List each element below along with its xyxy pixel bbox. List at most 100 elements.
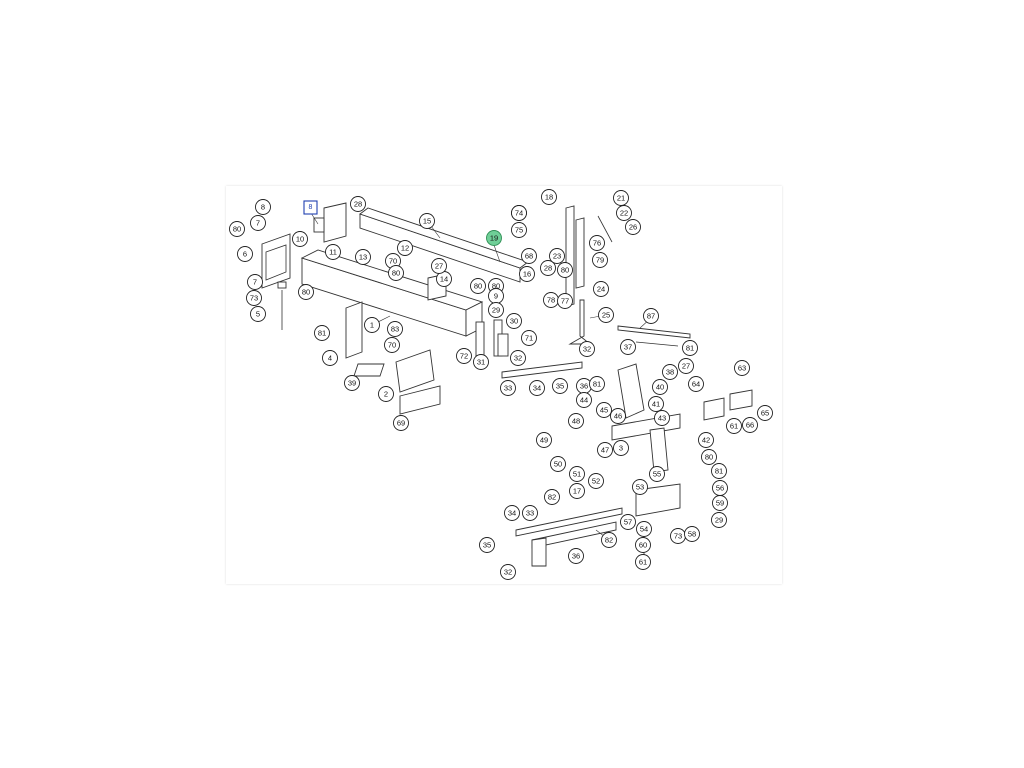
callout-68[interactable]: 68: [521, 248, 537, 264]
callout-61[interactable]: 61: [726, 418, 742, 434]
callout-55[interactable]: 55: [649, 466, 665, 482]
callout-29[interactable]: 29: [488, 302, 504, 318]
callout-15[interactable]: 15: [419, 213, 435, 229]
callout-78[interactable]: 78: [543, 292, 559, 308]
callout-70[interactable]: 70: [384, 337, 400, 353]
callout-21[interactable]: 21: [613, 190, 629, 206]
callout-42[interactable]: 42: [698, 432, 714, 448]
callout-45[interactable]: 45: [596, 402, 612, 418]
callout-35[interactable]: 35: [479, 537, 495, 553]
callout-80[interactable]: 80: [229, 221, 245, 237]
callout-28[interactable]: 28: [540, 260, 556, 276]
callout-2[interactable]: 2: [378, 386, 394, 402]
callout-69[interactable]: 69: [393, 415, 409, 431]
callout-13[interactable]: 13: [355, 249, 371, 265]
callout-53[interactable]: 53: [632, 479, 648, 495]
callout-87[interactable]: 87: [643, 308, 659, 324]
callout-36[interactable]: 36: [568, 548, 584, 564]
callout-81[interactable]: 81: [589, 376, 605, 392]
callout-25[interactable]: 25: [598, 307, 614, 323]
callout-10[interactable]: 10: [292, 231, 308, 247]
callout-73[interactable]: 73: [246, 290, 262, 306]
callout-56[interactable]: 56: [712, 480, 728, 496]
callout-66[interactable]: 66: [742, 417, 758, 433]
callout-64[interactable]: 64: [688, 376, 704, 392]
callout-27[interactable]: 27: [431, 258, 447, 274]
callout-41[interactable]: 41: [648, 396, 664, 412]
callout-80[interactable]: 80: [557, 262, 573, 278]
callout-81[interactable]: 81: [711, 463, 727, 479]
selected-part-marker[interactable]: 8: [303, 200, 318, 215]
callout-38[interactable]: 38: [662, 364, 678, 380]
callout-74[interactable]: 74: [511, 205, 527, 221]
callout-73[interactable]: 73: [670, 528, 686, 544]
callout-34[interactable]: 34: [529, 380, 545, 396]
callout-11[interactable]: 11: [325, 244, 341, 260]
callout-39[interactable]: 39: [344, 375, 360, 391]
callout-33[interactable]: 33: [522, 505, 538, 521]
callout-52[interactable]: 52: [588, 473, 604, 489]
callout-19[interactable]: 19: [486, 230, 502, 246]
callout-40[interactable]: 40: [652, 379, 668, 395]
callout-28[interactable]: 28: [350, 196, 366, 212]
callout-57[interactable]: 57: [620, 514, 636, 530]
callout-32[interactable]: 32: [510, 350, 526, 366]
callout-32[interactable]: 32: [500, 564, 516, 580]
callout-33[interactable]: 33: [500, 380, 516, 396]
callout-23[interactable]: 23: [549, 248, 565, 264]
callout-26[interactable]: 26: [625, 219, 641, 235]
callout-18[interactable]: 18: [541, 189, 557, 205]
callout-76[interactable]: 76: [589, 235, 605, 251]
callout-82[interactable]: 82: [544, 489, 560, 505]
callout-6[interactable]: 6: [237, 246, 253, 262]
callout-30[interactable]: 30: [506, 313, 522, 329]
callout-44[interactable]: 44: [576, 392, 592, 408]
callout-43[interactable]: 43: [654, 410, 670, 426]
callout-71[interactable]: 71: [521, 330, 537, 346]
callout-12[interactable]: 12: [397, 240, 413, 256]
callout-82[interactable]: 82: [601, 532, 617, 548]
callout-7[interactable]: 7: [247, 274, 263, 290]
callout-36[interactable]: 36: [576, 378, 592, 394]
callout-47[interactable]: 47: [597, 442, 613, 458]
callout-29[interactable]: 29: [711, 512, 727, 528]
callout-81[interactable]: 81: [314, 325, 330, 341]
callout-3[interactable]: 3: [613, 440, 629, 456]
callout-50[interactable]: 50: [550, 456, 566, 472]
callout-51[interactable]: 51: [569, 466, 585, 482]
callout-58[interactable]: 58: [684, 526, 700, 542]
callout-8[interactable]: 8: [255, 199, 271, 215]
callout-22[interactable]: 22: [616, 205, 632, 221]
callout-63[interactable]: 63: [734, 360, 750, 376]
callout-49[interactable]: 49: [536, 432, 552, 448]
callout-80[interactable]: 80: [298, 284, 314, 300]
callout-81[interactable]: 81: [682, 340, 698, 356]
callout-17[interactable]: 17: [569, 483, 585, 499]
callout-24[interactable]: 24: [593, 281, 609, 297]
callout-27[interactable]: 27: [678, 358, 694, 374]
callout-75[interactable]: 75: [511, 222, 527, 238]
callout-31[interactable]: 31: [473, 354, 489, 370]
callout-1[interactable]: 1: [364, 317, 380, 333]
callout-48[interactable]: 48: [568, 413, 584, 429]
callout-9[interactable]: 9: [488, 288, 504, 304]
callout-83[interactable]: 83: [387, 321, 403, 337]
callout-7[interactable]: 7: [250, 215, 266, 231]
callout-59[interactable]: 59: [712, 495, 728, 511]
callout-80[interactable]: 80: [388, 265, 404, 281]
callout-54[interactable]: 54: [636, 521, 652, 537]
callout-37[interactable]: 37: [620, 339, 636, 355]
callout-32[interactable]: 32: [579, 341, 595, 357]
callout-65[interactable]: 65: [757, 405, 773, 421]
callout-72[interactable]: 72: [456, 348, 472, 364]
callout-35[interactable]: 35: [552, 378, 568, 394]
callout-34[interactable]: 34: [504, 505, 520, 521]
callout-77[interactable]: 77: [557, 293, 573, 309]
callout-80[interactable]: 80: [701, 449, 717, 465]
callout-4[interactable]: 4: [322, 350, 338, 366]
callout-16[interactable]: 16: [519, 266, 535, 282]
callout-79[interactable]: 79: [592, 252, 608, 268]
callout-61[interactable]: 61: [635, 554, 651, 570]
callout-46[interactable]: 46: [610, 408, 626, 424]
callout-80[interactable]: 80: [470, 278, 486, 294]
